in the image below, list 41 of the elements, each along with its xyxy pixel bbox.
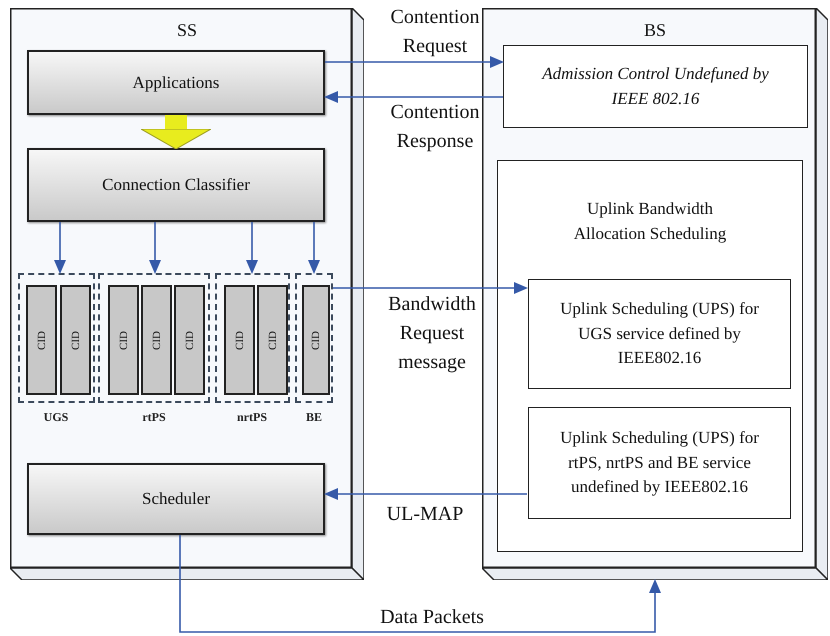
- connection-queue: CID: [257, 285, 288, 395]
- queue-group: [98, 273, 210, 403]
- arrow: [324, 488, 527, 500]
- queue-label: UGS: [44, 410, 68, 425]
- queue-group: [215, 273, 290, 403]
- connection-queue: CID: [60, 285, 91, 395]
- arrow: [54, 222, 66, 274]
- process-box: Uplink Scheduling (UPS) for UGS service defined by IEEE802.16: [528, 279, 791, 389]
- arrow: [246, 222, 258, 274]
- scheduling-block: [497, 160, 803, 552]
- process-box: Uplink Scheduling (UPS) for rtPS, nrtPS and BE service undefined by IEEE802.16: [528, 407, 791, 519]
- connection-queue: CID: [141, 285, 172, 395]
- connection-queue: CID: [26, 285, 57, 395]
- arrow: [149, 222, 161, 274]
- arrow: [333, 282, 528, 294]
- connection-queue: CID: [108, 285, 139, 395]
- panel-title: BS: [644, 20, 666, 41]
- queue-label: rtPS: [142, 410, 166, 425]
- process-box: Scheduler: [27, 463, 325, 535]
- queue-group: [18, 273, 95, 403]
- arrow: [308, 222, 320, 274]
- connection-queue: CID: [302, 285, 330, 395]
- edge-label: Bandwidth Request message: [388, 292, 476, 375]
- connection-queue: CID: [174, 285, 205, 395]
- arrow: [324, 91, 503, 103]
- arrow: [179, 535, 661, 633]
- block-title: Uplink Bandwidth Allocation Scheduling: [572, 198, 728, 245]
- block-arrow: [140, 115, 212, 150]
- queue-group: [295, 273, 333, 403]
- process-box: Applications: [27, 50, 325, 115]
- arrow: [325, 56, 504, 68]
- edge-label: Data Packets: [380, 605, 484, 630]
- edge-label: UL-MAP: [386, 502, 464, 527]
- connection-queue: CID: [224, 285, 255, 395]
- process-box: Admission Control Undefuned by IEEE 802.16: [503, 45, 808, 128]
- panel-title: SS: [176, 20, 198, 41]
- queue-label: BE: [306, 410, 322, 425]
- process-box: Connection Classifier: [27, 148, 325, 222]
- queue-label: nrtPS: [237, 410, 267, 425]
- edge-label: Contention Response: [390, 100, 480, 154]
- edge-label: Contention Request: [390, 5, 480, 59]
